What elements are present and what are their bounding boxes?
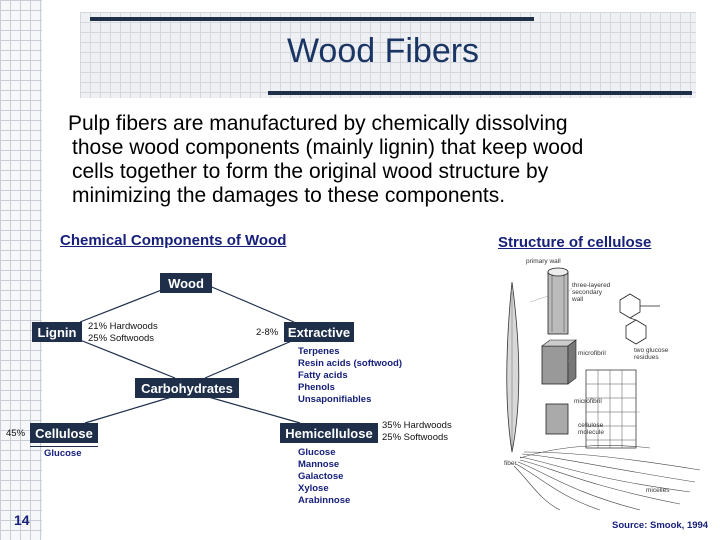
source-citation: Source: Smook, 1994	[612, 520, 709, 531]
hemi-pct-softwoods: 25% Softwoods	[382, 432, 449, 443]
extractive-item-4: Phenols	[298, 382, 335, 393]
cellulose-item: Glucose	[44, 448, 82, 459]
page-number: 14	[14, 512, 30, 528]
body-line-3: cells together to form the original wood…	[72, 160, 549, 183]
body-line-4: minimizing the damages to these componen…	[72, 184, 506, 207]
cellulose-underline	[30, 446, 98, 447]
title-band	[80, 12, 696, 98]
label-three-layered: three-layered secondary wall	[572, 282, 611, 303]
extractive-box: Extractive	[284, 322, 354, 342]
body-line-1: Pulp fibers are manufactured by chemical…	[68, 112, 568, 135]
lignin-pct-hardwoods: 21% Hardwoods	[88, 321, 158, 332]
lignin-box: Lignin	[32, 322, 82, 342]
cellulose-box: Cellulose	[30, 423, 98, 443]
connector-lignin-carbo	[79, 339, 176, 379]
connector-carbo-cellulose	[84, 395, 176, 424]
chemical-components-header: Chemical Components of Wood	[60, 232, 287, 249]
connector-wood-extractive	[199, 281, 295, 323]
hemicellulose-percentages: 35% Hardwoods 25% Softwoods	[382, 420, 452, 444]
hemi-item-2: Mannose	[298, 459, 340, 470]
grid-background	[0, 0, 42, 540]
extractive-item-3: Fatty acids	[298, 370, 348, 381]
hemicellulose-list: Glucose Mannose Galactose Xylose Arabinn…	[298, 447, 350, 507]
extractive-item-5: Unsaponifiables	[298, 394, 372, 405]
lignin-percentages: 21% Hardwoods 25% Softwoods	[88, 321, 158, 345]
hemicellulose-box: Hemicellulose	[280, 423, 378, 443]
label-micelles: micelles	[646, 487, 670, 494]
connector-extractive-carbo	[204, 339, 295, 379]
label-primary-wall: primary wall	[526, 258, 561, 265]
extractive-list: Terpenes Resin acids (softwood) Fatty ac…	[298, 346, 402, 406]
lignin-pct-softwoods: 25% Softwoods	[88, 333, 155, 344]
label-two-glucose: two glucose residues	[634, 347, 669, 361]
slide-title: Wood Fibers	[286, 32, 480, 70]
wood-box: Wood	[160, 273, 212, 293]
cellulose-structure-illustration	[490, 252, 710, 514]
carbohydrates-box: Carbohydrates	[135, 378, 239, 398]
label-fiber: fiber	[504, 460, 517, 467]
title-top-bar	[90, 17, 534, 21]
connector-carbo-hemicellulose	[204, 395, 301, 424]
hemi-item-1: Glucose	[298, 447, 336, 458]
title-bottom-bar	[268, 91, 692, 95]
body-line-2: those wood components (mainly lignin) th…	[72, 136, 584, 159]
hemi-item-4: Xylose	[298, 483, 329, 494]
hemi-item-3: Galactose	[298, 471, 344, 482]
hemi-pct-hardwoods: 35% Hardwoods	[382, 420, 452, 431]
structure-header: Structure of cellulose	[498, 234, 652, 251]
extractive-item-1: Terpenes	[298, 346, 340, 357]
label-cellulose-molecule: cellulose molecule	[578, 422, 605, 436]
body-text: Pulp fibers are manufactured by chemical…	[62, 112, 702, 208]
extractive-pct: 2-8%	[256, 327, 279, 338]
label-microfibril-top: microfibril	[578, 350, 606, 357]
label-microfibril-mid: microfibril	[574, 398, 602, 405]
hemi-item-5: Arabinnose	[298, 495, 351, 506]
cellulose-pct: 45%	[6, 428, 26, 439]
extractive-item-2: Resin acids (softwood)	[298, 358, 402, 369]
